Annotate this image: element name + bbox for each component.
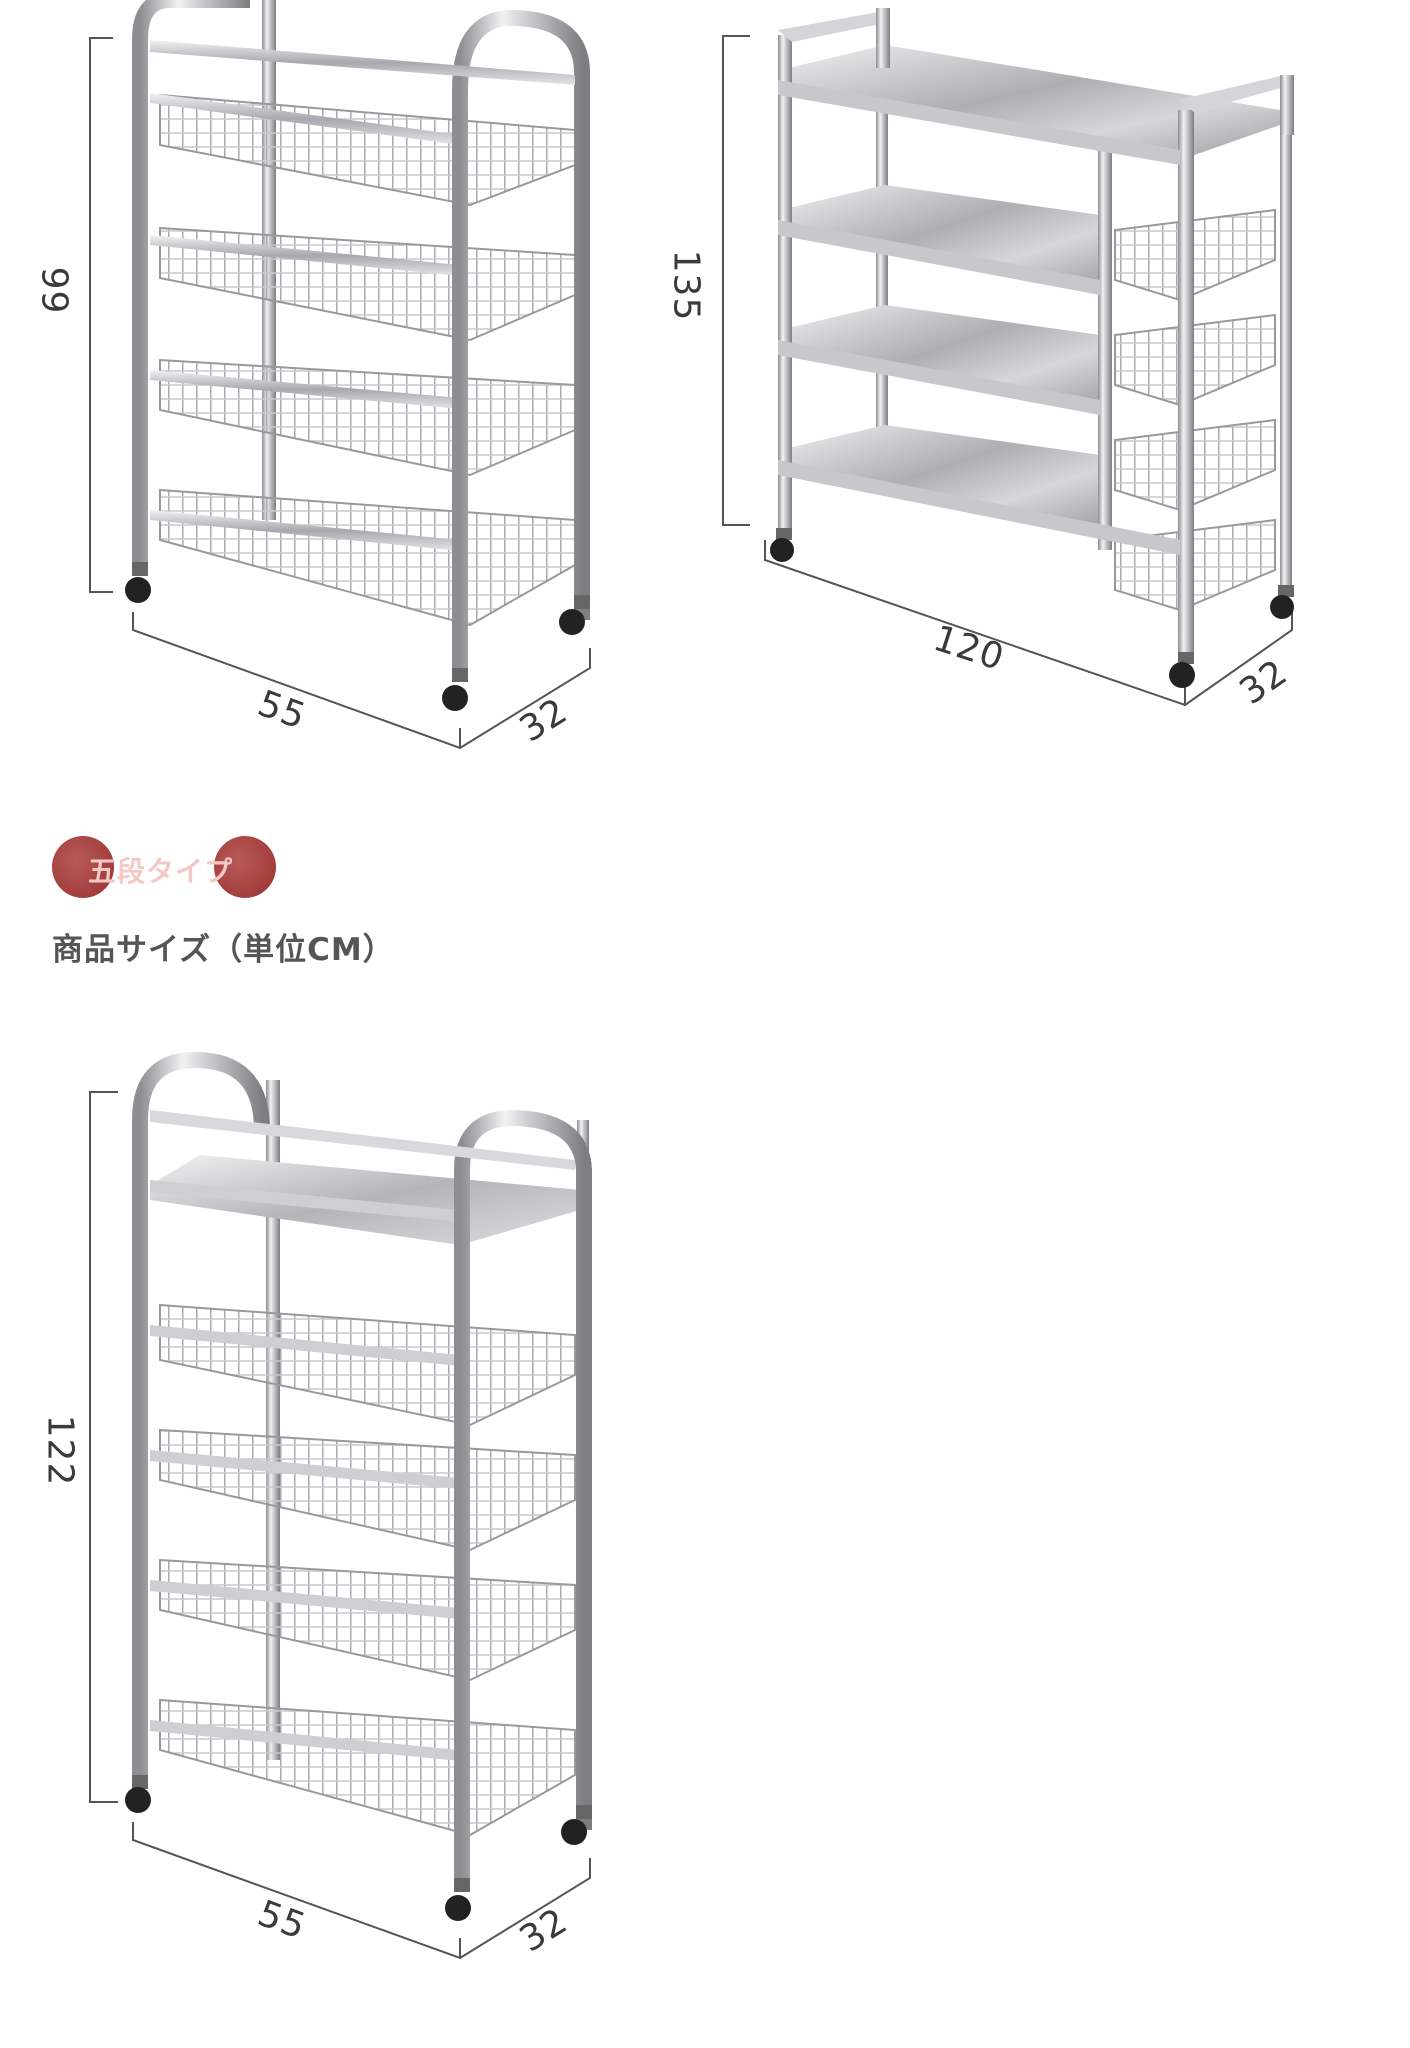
- dimension-lines: [89, 37, 591, 750]
- badge-right-dot: [214, 836, 276, 898]
- dimension-lines: [89, 1091, 591, 1960]
- side-baskets: [1114, 208, 1276, 612]
- caster-wheels: [770, 528, 1294, 688]
- rack-illustration: [89, 0, 591, 750]
- baskets: [159, 93, 576, 627]
- dim-height-label: 135: [665, 249, 707, 322]
- caster-wheels: [125, 1775, 592, 1921]
- badge-left-dot: [52, 836, 114, 898]
- baskets: [159, 1303, 576, 1837]
- badge-label: 五段タイプ: [88, 855, 234, 888]
- dimension-lines: [722, 35, 1293, 707]
- product-size-title: 商品サイズ（単位CM）: [52, 932, 395, 968]
- rack-illustration: [89, 1051, 592, 1960]
- top-steel-shelf: [150, 1155, 580, 1245]
- steel-shelves: [780, 45, 1280, 535]
- tier-type-badge: 五段タイプ: [52, 836, 276, 902]
- product-rack-5-tier: 122 55 32: [0, 1051, 640, 2020]
- dim-height-label: 99: [33, 266, 75, 315]
- caster-wheels: [125, 562, 590, 711]
- product-rack-4-tier-basket: 99 55 32: [0, 0, 640, 780]
- rack-illustration: [722, 8, 1294, 707]
- product-rack-wide-shelf-basket: 135 120 32: [665, 0, 1410, 760]
- dim-height-label: 122: [39, 1414, 81, 1487]
